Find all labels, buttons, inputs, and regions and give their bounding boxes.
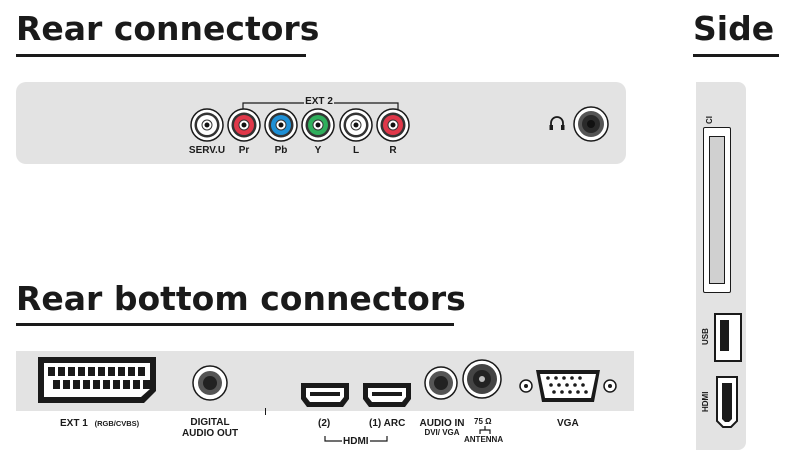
antenna-port[interactable]	[462, 357, 502, 401]
scart-pin	[143, 380, 150, 389]
usb-port[interactable]	[714, 313, 742, 362]
rear-bottom-title-underline	[16, 323, 454, 326]
vga-pin	[576, 390, 580, 394]
scart-pin	[68, 367, 75, 376]
rca-label-r: R	[389, 145, 397, 156]
rear-bottom-connectors-title: Rear bottom connectors	[16, 279, 466, 318]
scart-pin	[63, 380, 70, 389]
digital-audio-out-jack[interactable]	[192, 365, 228, 401]
scart-pin	[128, 367, 135, 376]
vga-port[interactable]	[518, 367, 618, 405]
headphone-icon	[548, 114, 566, 137]
hdmi-2-port[interactable]	[299, 381, 351, 409]
scart-pin	[83, 380, 90, 389]
scart-pin	[53, 380, 60, 389]
scart-pin	[138, 367, 145, 376]
antenna-label: ANTENNA	[464, 435, 504, 444]
scart-pin	[73, 380, 80, 389]
scart-pin	[133, 380, 140, 389]
headphone-jack[interactable]	[573, 106, 609, 142]
vga-pin	[581, 383, 585, 387]
side-title: Side	[693, 9, 775, 48]
digital-audio-out-label: DIGITAL AUDIO OUT	[180, 417, 240, 439]
scart-pin	[113, 380, 120, 389]
panel-divider	[265, 408, 266, 415]
vga-pin	[562, 376, 566, 380]
hdmi-1-label: (1) ARC	[369, 418, 406, 429]
scart-pin	[48, 367, 55, 376]
vga-pin	[568, 390, 572, 394]
vga-pin	[565, 383, 569, 387]
rca-label-pb: Pb	[274, 145, 288, 156]
rear-connectors-title: Rear connectors	[16, 9, 320, 48]
usb-tongue	[720, 320, 729, 351]
ci-slot[interactable]	[703, 127, 731, 293]
scart-pin	[103, 380, 110, 389]
audio-in-line2: DVI/ VGA	[424, 428, 460, 437]
rca-jack-pr[interactable]	[227, 108, 261, 142]
audio-in-label: AUDIO IN DVI/ VGA	[416, 418, 468, 438]
scart-pin	[93, 380, 100, 389]
vga-label: VGA	[557, 418, 579, 429]
rca-label-l: L	[352, 145, 360, 156]
digital-audio-out-line1: DIGITAL	[190, 417, 230, 428]
rca-jack-pb[interactable]	[264, 108, 298, 142]
vga-pin	[573, 383, 577, 387]
rca-jack-y[interactable]	[301, 108, 335, 142]
hdmi-1-port[interactable]	[361, 381, 413, 409]
ext1-label-sub: (RGB/CVBS)	[94, 419, 140, 428]
hdmi-2-label: (2)	[318, 418, 331, 429]
vga-pin	[552, 390, 556, 394]
scart-pin	[58, 367, 65, 376]
hdmi-group-label: HDMI	[343, 436, 369, 447]
vga-pin	[557, 383, 561, 387]
vga-pin	[549, 383, 553, 387]
scart-pin	[108, 367, 115, 376]
rca-jack-servu[interactable]	[190, 108, 224, 142]
rca-label-servu: SERV.U	[188, 145, 226, 156]
scart-pin	[88, 367, 95, 376]
scart-pin	[78, 367, 85, 376]
scart-pin	[123, 380, 130, 389]
scart-pin	[98, 367, 105, 376]
vga-pin	[578, 376, 582, 380]
vga-pin	[554, 376, 558, 380]
vga-pin	[584, 390, 588, 394]
digital-audio-out-line2: AUDIO OUT	[181, 428, 239, 439]
ohm-label: 75 Ω	[474, 417, 492, 426]
vga-pin	[570, 376, 574, 380]
side-title-underline	[693, 54, 779, 57]
side-hdmi-port[interactable]	[713, 375, 741, 429]
scart-pin	[118, 367, 125, 376]
rca-jack-l[interactable]	[339, 108, 373, 142]
vga-pin	[560, 390, 564, 394]
vga-pin	[546, 376, 550, 380]
rca-jack-r[interactable]	[376, 108, 410, 142]
rear-title-underline	[16, 54, 306, 57]
ext1-label: EXT 1 (RGB/CVBS)	[60, 418, 139, 429]
scart-port[interactable]	[36, 355, 158, 405]
audio-in-jack[interactable]	[424, 366, 458, 400]
rca-label-pr: Pr	[238, 145, 250, 156]
audio-in-line1: AUDIO IN	[419, 418, 465, 429]
ext2-label: EXT 2	[304, 96, 334, 107]
ext1-label-main: EXT 1	[60, 418, 88, 429]
rca-label-y: Y	[314, 145, 322, 156]
ci-slot-opening	[709, 136, 725, 284]
